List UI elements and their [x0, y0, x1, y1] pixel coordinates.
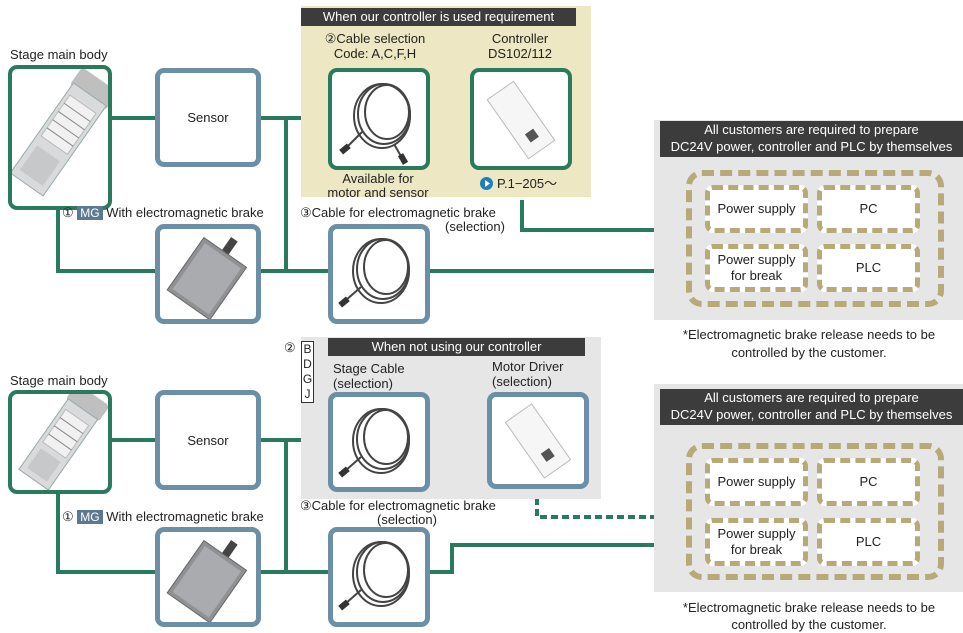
- bottom-code-list: B D G J: [301, 341, 314, 403]
- top-power-break-1: Power supply: [717, 252, 796, 267]
- bottom-mg-badge: MG: [77, 510, 103, 524]
- bottom-stage-box: [8, 390, 112, 494]
- top-cable-sel-2: Code: A,C,F,H: [333, 46, 417, 61]
- top-brake-caption: ① MG With electromagnetic brake: [62, 205, 264, 221]
- bottom-line-stage-to-brake: [56, 493, 158, 574]
- top-brake-cable-1: ③Cable for electromagnetic brake: [300, 205, 496, 220]
- top-brake-motor-box: [155, 224, 261, 324]
- bottom-driver-1: Motor Driver: [492, 359, 564, 374]
- top-customer-header-1: All customers are required to prepare: [704, 122, 919, 137]
- top-note-2: controlled by the customer.: [731, 345, 887, 360]
- bottom-customer-group: [686, 443, 944, 580]
- bottom-plc: PLC: [817, 518, 920, 566]
- top-brake-text: With electromagnetic brake: [106, 205, 264, 220]
- top-power-break: Power supply for break: [705, 244, 808, 292]
- top-brake-cable-2: (selection): [445, 219, 505, 234]
- top-line-controller-to-customer: [520, 200, 692, 232]
- top-power-supply: Power supply: [705, 185, 808, 233]
- top-power-break-2: for break: [730, 268, 783, 283]
- top-customer-group: [686, 170, 944, 307]
- bottom-stage-cable-2: (selection): [333, 376, 393, 391]
- bottom-brake-text: With electromagnetic brake: [106, 509, 264, 524]
- top-cable-box: [328, 68, 430, 170]
- code-j: J: [304, 387, 311, 401]
- bottom-note-1: *Electromagnetic brake release needs to …: [682, 600, 936, 615]
- code-g: G: [302, 372, 313, 386]
- stage-image: [12, 69, 108, 197]
- bottom-stage-cable-1: Stage Cable: [333, 361, 405, 376]
- bottom-customer-header-2: DC24V power, controller and PLC by thems…: [670, 407, 953, 422]
- bottom-brake-cable-box: [328, 527, 430, 627]
- bottom-line-brakecable-to-customer: [428, 543, 692, 574]
- bottom-driver-2: (selection): [492, 374, 552, 389]
- controller-image: [486, 80, 556, 160]
- motor-image-2: [166, 539, 248, 622]
- code-b: B: [303, 342, 312, 356]
- top-page-ref[interactable]: P.1−205〜: [497, 176, 558, 191]
- top-customer-header: All customers are required to prepare DC…: [660, 121, 963, 157]
- bottom-pc: PC: [817, 458, 920, 506]
- top-controller-1: Controller: [491, 31, 549, 46]
- page-ref-play-icon[interactable]: [480, 177, 493, 190]
- motor-image: [166, 236, 248, 319]
- bottom-customer-header: All customers are required to prepare DC…: [660, 389, 963, 425]
- bottom-stage-cable-box: [328, 392, 430, 492]
- cable-coil-image-4: [338, 541, 410, 611]
- top-sensor-box: Sensor: [155, 68, 261, 167]
- top-available-2: motor and sensor: [327, 185, 429, 200]
- code-d: D: [303, 357, 312, 371]
- top-mg-badge: MG: [77, 206, 103, 220]
- driver-image: [504, 403, 572, 479]
- bottom-brake-cable-1: ③Cable for electromagnetic brake: [300, 498, 496, 513]
- cable-coil-image-2: [338, 238, 410, 308]
- top-controller-2: DS102/112: [487, 46, 553, 61]
- top-stage-box: [8, 65, 112, 210]
- top-sensor-label: Sensor: [187, 110, 229, 125]
- top-stage-label: Stage main body: [10, 47, 108, 62]
- bottom-brake-motor-box: [155, 527, 261, 627]
- top-note-1: *Electromagnetic brake release needs to …: [682, 327, 936, 342]
- top-controller-box: [470, 68, 572, 170]
- top-plc: PLC: [817, 244, 920, 292]
- bottom-brake-num: ①: [62, 509, 74, 524]
- cable-coil-image: [339, 83, 411, 165]
- bottom-customer-header-1: All customers are required to prepare: [704, 390, 919, 405]
- cable-coil-image-3: [338, 408, 410, 478]
- bottom-note-2: controlled by the customer.: [731, 617, 887, 632]
- top-brake-num: ①: [62, 205, 74, 220]
- bottom-power-break: Power supply for break: [705, 518, 808, 566]
- top-brake-cable-box: [328, 224, 430, 324]
- bottom-sensor-box: Sensor: [155, 390, 261, 490]
- top-customer-header-2: DC24V power, controller and PLC by thems…: [670, 139, 953, 154]
- top-panel-header: When our controller is used requirement: [301, 8, 576, 26]
- top-pc: PC: [817, 185, 920, 233]
- top-line-stage-to-brake: [56, 208, 158, 273]
- bottom-brake-cable-2: (selection): [377, 512, 437, 527]
- bottom-brake-caption: ① MG With electromagnetic brake: [62, 509, 264, 525]
- bottom-panel-header: When not using our controller: [328, 338, 585, 356]
- top-available-1: Available for: [342, 171, 414, 186]
- bottom-stage-label: Stage main body: [10, 373, 108, 388]
- bottom-power-break-2: for break: [730, 542, 783, 557]
- bottom-code-num: ②: [284, 340, 296, 355]
- bottom-sensor-label: Sensor: [187, 432, 229, 448]
- bottom-driver-box: [487, 392, 589, 489]
- bottom-line-driver-to-customer: [535, 487, 692, 519]
- bottom-power-supply: Power supply: [705, 458, 808, 506]
- stage-image-2: [18, 394, 108, 490]
- bottom-power-break-1: Power supply: [717, 526, 796, 541]
- top-cable-sel-1: ②Cable selection: [324, 31, 426, 46]
